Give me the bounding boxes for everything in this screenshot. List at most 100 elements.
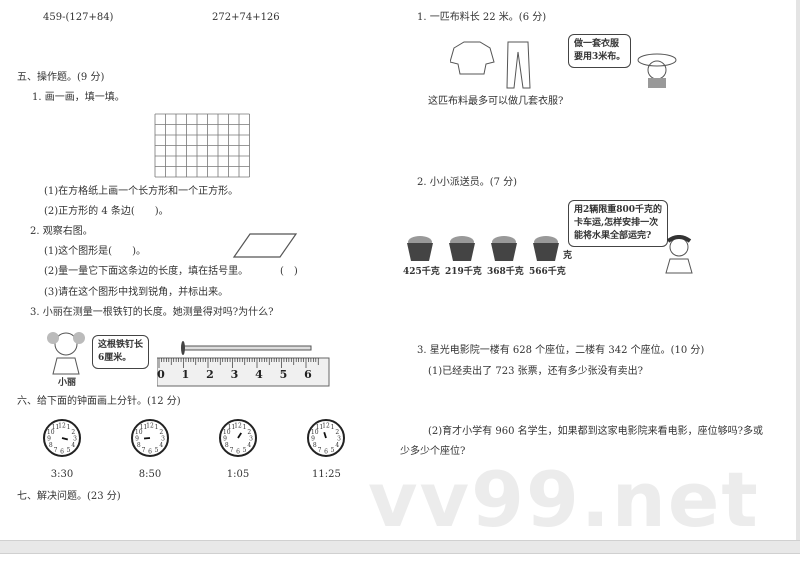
svg-text:4: 4 [335,442,339,449]
svg-text:2: 2 [71,429,75,436]
sub-question: (2)育才小学有 960 名学生，如果都到这家电影院来看电影，座位够吗?多或 [428,426,763,437]
svg-text:10: 10 [47,429,55,436]
ruler-label: 1 [182,368,190,381]
svg-text:5: 5 [243,447,247,454]
section-heading: 六、给下面的钟面画上分针。(12 分) [17,396,181,407]
svg-text:11: 11 [316,424,324,431]
fruit-weight: 368千克 [487,267,524,277]
svg-text:11: 11 [52,424,60,431]
grid-paper [154,113,250,178]
ruler-label: 0 [157,368,165,381]
fruit-weight: 219千克 [445,267,482,277]
hour-hand [143,437,151,440]
girl-illustration [665,235,693,274]
bubble-line: 能将水果全部运完? [574,231,652,241]
clock-time-label: 1:05 [226,469,250,480]
expression: 272+74+126 [212,12,280,23]
svg-text:8: 8 [49,442,53,449]
svg-text:6: 6 [148,449,152,456]
sub-question: (1)已经卖出了 723 张票，还有多少张没有卖出? [428,366,643,377]
svg-text:12: 12 [146,423,154,430]
section-heading: 五、操作题。(9 分) [17,72,105,83]
expression: 459-(127+84) [43,12,114,23]
svg-text:5: 5 [331,447,335,454]
fruit-basket [533,236,559,261]
svg-text:5: 5 [67,447,71,454]
section-heading: 七、解决问题。(23 分) [17,491,121,502]
svg-text:1: 1 [67,424,71,431]
svg-text:10: 10 [311,429,319,436]
clock-time-label: 8:50 [138,469,162,480]
question: 3. 星光电影院一楼有 628 个座位，二楼有 342 个座位。(10 分) [417,345,705,356]
parallelogram [232,233,298,258]
clock-time-label: 11:25 [312,469,341,480]
watermark: vv99.net [368,455,760,544]
svg-text:8: 8 [137,442,141,449]
svg-text:8: 8 [313,442,317,449]
ruler-label: 4 [255,368,263,381]
svg-text:2: 2 [335,429,339,436]
svg-text:1: 1 [155,424,159,431]
svg-text:4: 4 [247,442,251,449]
girl-illustration [47,332,85,375]
fruit-basket [449,236,475,261]
question: 2. 小小派送员。(7 分) [417,177,518,188]
svg-text:9: 9 [311,436,315,443]
question: 1. 一匹布料长 22 米。(6 分) [417,12,547,23]
svg-text:9: 9 [135,436,139,443]
svg-text:1: 1 [331,424,335,431]
svg-text:3: 3 [337,436,341,443]
svg-text:7: 7 [142,447,146,454]
svg-text:11: 11 [228,424,236,431]
question: 2. 观察右图。 [30,226,93,237]
svg-text:3: 3 [73,436,77,443]
svg-text:6: 6 [236,449,240,456]
svg-text:9: 9 [47,436,51,443]
bubble-line: 要用3米布。 [574,52,626,62]
fruit-basket [491,236,517,261]
svg-text:3: 3 [249,436,253,443]
svg-text:2: 2 [247,429,251,436]
bubble-line: 做一套衣服 [574,39,620,49]
svg-text:11: 11 [140,424,148,431]
speech-bubble: 用2辆限重800千克的卡车运,怎样安排一次能将水果全部运完? [568,200,669,247]
ruler-label: 6 [304,368,312,381]
svg-text:12: 12 [322,423,330,430]
page-edge [796,0,800,540]
character-name: 小丽 [58,378,77,388]
ruler-label: 2 [206,368,214,381]
svg-text:12: 12 [234,423,242,430]
svg-text:7: 7 [318,447,322,454]
question: 3. 小丽在测量一根铁钉的长度。她测量得对吗?为什么? [30,307,274,318]
svg-text:10: 10 [135,429,143,436]
speech-bubble: 这根铁钉长 6厘米。 [92,335,150,369]
sub-question: (2)正方形的 4 条边( )。 [44,206,169,217]
answer-paren: ( ) [280,266,298,277]
sub-question: (2)量一量它下面这条边的长度，填在括号里。 [44,266,249,277]
svg-text:2: 2 [159,429,163,436]
sub-question: 少多少个座位? [400,446,466,457]
hour-hand [237,432,242,439]
page-separator [0,540,800,554]
svg-text:4: 4 [71,442,75,449]
bubble-line: 用2辆限重800千克的 [574,205,663,215]
girl-hat-illustration [637,53,677,88]
clothes-illustration [450,41,531,89]
svg-text:3: 3 [161,436,165,443]
svg-text:8: 8 [225,442,229,449]
ruler-label: 3 [231,368,239,381]
sub-question: (1)这个图形是( )。 [44,246,146,257]
svg-text:12: 12 [58,423,66,430]
fruit-weight: 425千克 [403,267,440,277]
svg-text:6: 6 [324,449,328,456]
fruit-weight: 566千克 [529,267,566,277]
bubble-line: 这根铁钉长 [98,340,144,350]
clock-time-label: 3:30 [50,469,74,480]
bubble-line: 6厘米。 [98,353,132,363]
sub-question: (1)在方格纸上画一个长方形和一个正方形。 [44,186,239,197]
